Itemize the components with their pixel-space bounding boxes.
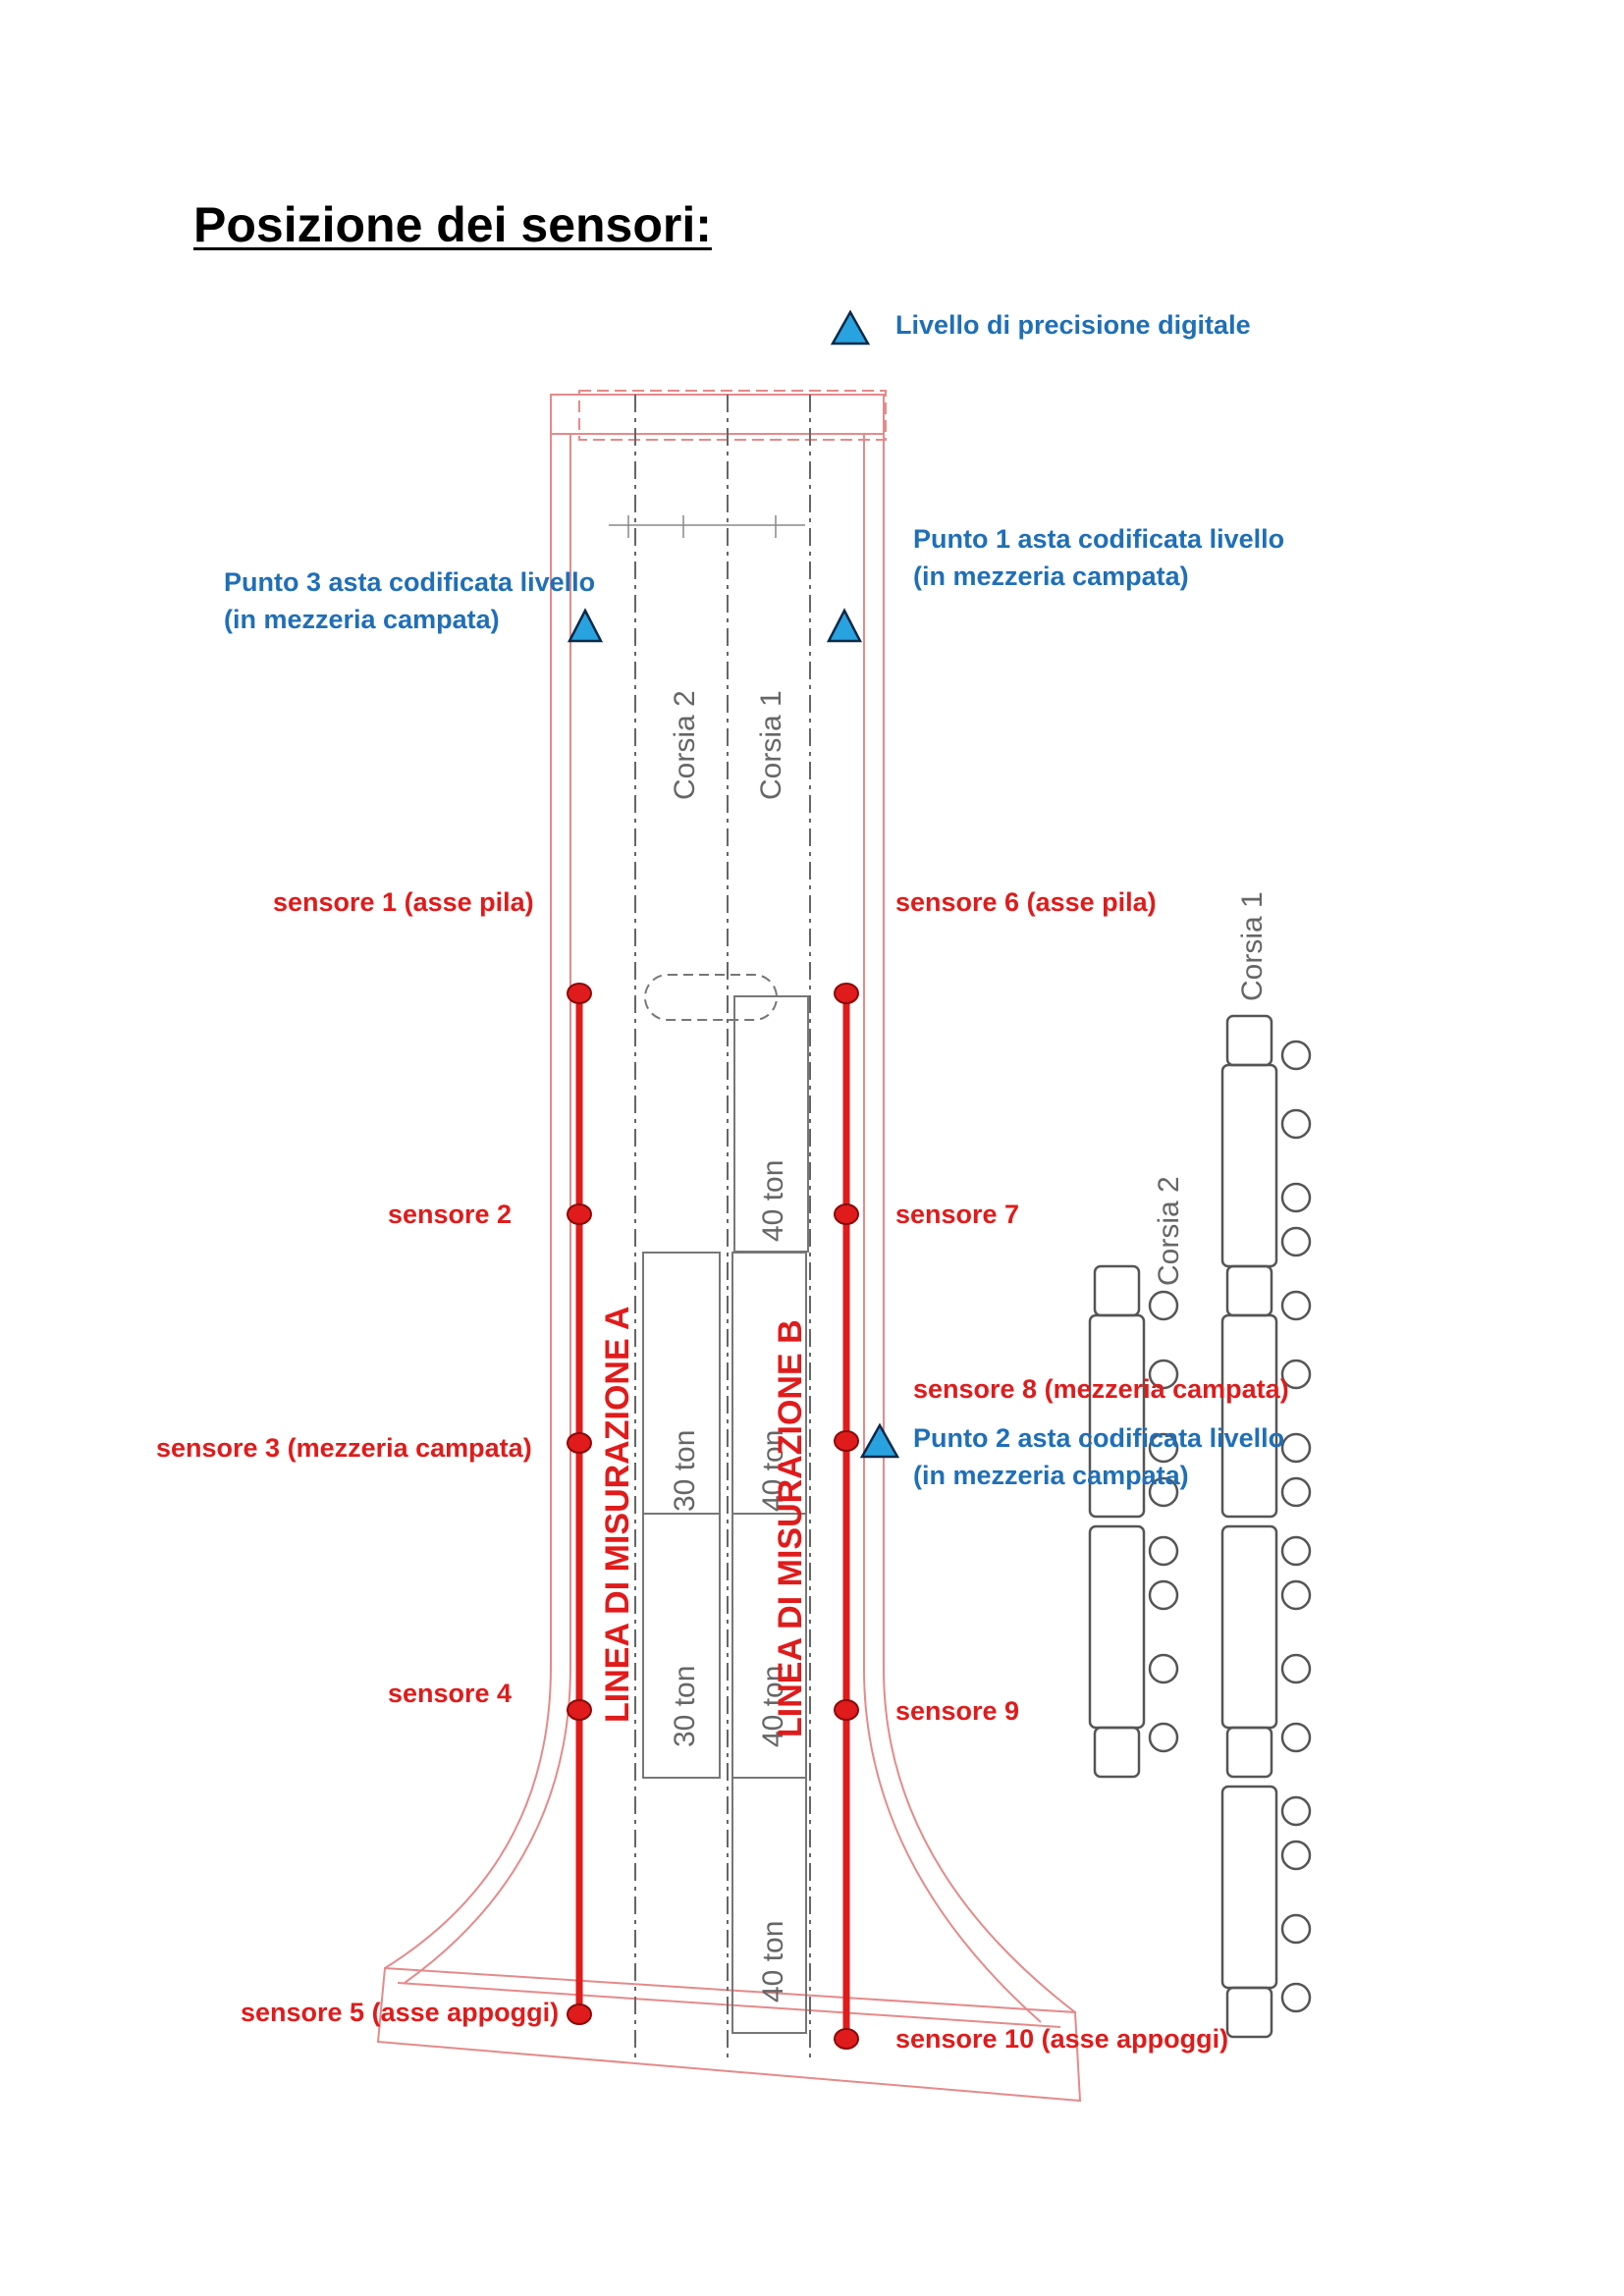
point-2-line2: (in mezzeria campata) [913, 1461, 1189, 1490]
point-1-line2: (in mezzeria campata) [913, 561, 1189, 591]
sensor-8-dot [834, 1430, 859, 1452]
load-40t-label-2: 40 ton [757, 1430, 789, 1512]
sensor-5-label: sensore 5 (asse appoggi) [241, 1998, 560, 2027]
truck-icon [1088, 1524, 1179, 1779]
measurement-line-b-label: LINEA DI MISURAZIONE B [772, 1319, 809, 1737]
level-point-3-triangle-icon [567, 608, 604, 643]
load-40t-label-4: 40 ton [757, 1921, 789, 2002]
point-2-line1: Punto 2 asta codificata livello [913, 1423, 1285, 1453]
load-box-30t [642, 1252, 721, 1779]
lane2-label-trucks: Corsia 2 [1153, 1176, 1185, 1286]
lane2-label-deck: Corsia 2 [669, 690, 701, 800]
right-outer-edge [883, 434, 1076, 2013]
sensor-1-dot [567, 983, 592, 1004]
sensor-2-label: sensore 2 [388, 1200, 513, 1229]
level-point-1-triangle-icon [826, 608, 863, 643]
sensor-5-dot [567, 2003, 592, 2025]
page-title: Posizione dei sensori: [193, 197, 712, 252]
point-1-line1: Punto 1 asta codificata livello [913, 524, 1285, 554]
measurement-lines [575, 991, 850, 2037]
sensor-10-dot [834, 2028, 859, 2050]
abutment-inner [397, 1982, 1061, 2028]
sensor-7-label: sensore 7 [895, 1200, 1020, 1229]
point-1-label: Punto 1 asta codificata livello (in mezz… [913, 520, 1284, 595]
level-point-2-triangle-icon [859, 1422, 900, 1459]
sensor-9-label: sensore 9 [895, 1696, 1020, 1726]
point-3-line2: (in mezzeria campata) [224, 605, 500, 634]
sensor-6-label: sensore 6 (asse pila) [895, 887, 1157, 917]
sensor-6-dot [834, 983, 859, 1004]
deck-outline [376, 394, 1082, 2103]
load-40t-label-3: 40 ton [757, 1666, 789, 1747]
lane1-label-deck: Corsia 1 [755, 690, 787, 800]
level-legend-label: Livello di precisione digitale [895, 310, 1251, 340]
pier-cap-dashed [578, 390, 887, 441]
point-3-label: Punto 3 asta codificata livello (in mezz… [224, 563, 595, 638]
dimension-ticks [609, 515, 805, 538]
sensor-1-label: sensore 1 (asse pila) [273, 887, 534, 917]
load-30t-label-1: 30 ton [669, 1430, 701, 1512]
lane-lines [634, 395, 811, 2061]
load-boxes [642, 974, 809, 2034]
sensor-9-dot [834, 1699, 859, 1721]
sensor-3-dot [567, 1432, 592, 1454]
truck-icon [1220, 1014, 1312, 1268]
sensor-8-label: sensore 8 (mezzeria campata) [913, 1374, 1289, 1404]
load-40t-label-1: 40 ton [757, 1160, 789, 1242]
sensor-3-label: sensore 3 (mezzeria campata) [156, 1433, 532, 1463]
truck-icon [1220, 1264, 1312, 1519]
truck-icon [1220, 1524, 1312, 1779]
pier-cap-outline [550, 394, 885, 435]
point-3-line1: Punto 3 asta codificata livello [224, 567, 596, 597]
lane1-label-trucks: Corsia 1 [1236, 891, 1269, 1001]
level-legend-triangle-icon [830, 309, 871, 346]
sensor-4-dot [567, 1699, 592, 1721]
sensor-7-dot [834, 1203, 859, 1225]
truck-icon [1088, 1264, 1179, 1519]
sensor-10-label: sensore 10 (asse appoggi) [895, 2024, 1229, 2054]
sensor-2-dot [567, 1203, 592, 1225]
truck-group [1088, 1014, 1312, 2039]
load-box-40t-bottom [731, 1777, 807, 2034]
left-outer-edge [384, 434, 552, 1969]
right-inner-edge [863, 434, 1042, 2023]
measurement-line-a-label: LINEA DI MISURAZIONE A [599, 1306, 636, 1723]
sensor-4-label: sensore 4 [388, 1679, 513, 1708]
point-2-label: Punto 2 asta codificata livello (in mezz… [913, 1419, 1284, 1494]
truck-icon [1220, 1785, 1312, 2039]
load-30t-label-2: 30 ton [669, 1666, 701, 1747]
